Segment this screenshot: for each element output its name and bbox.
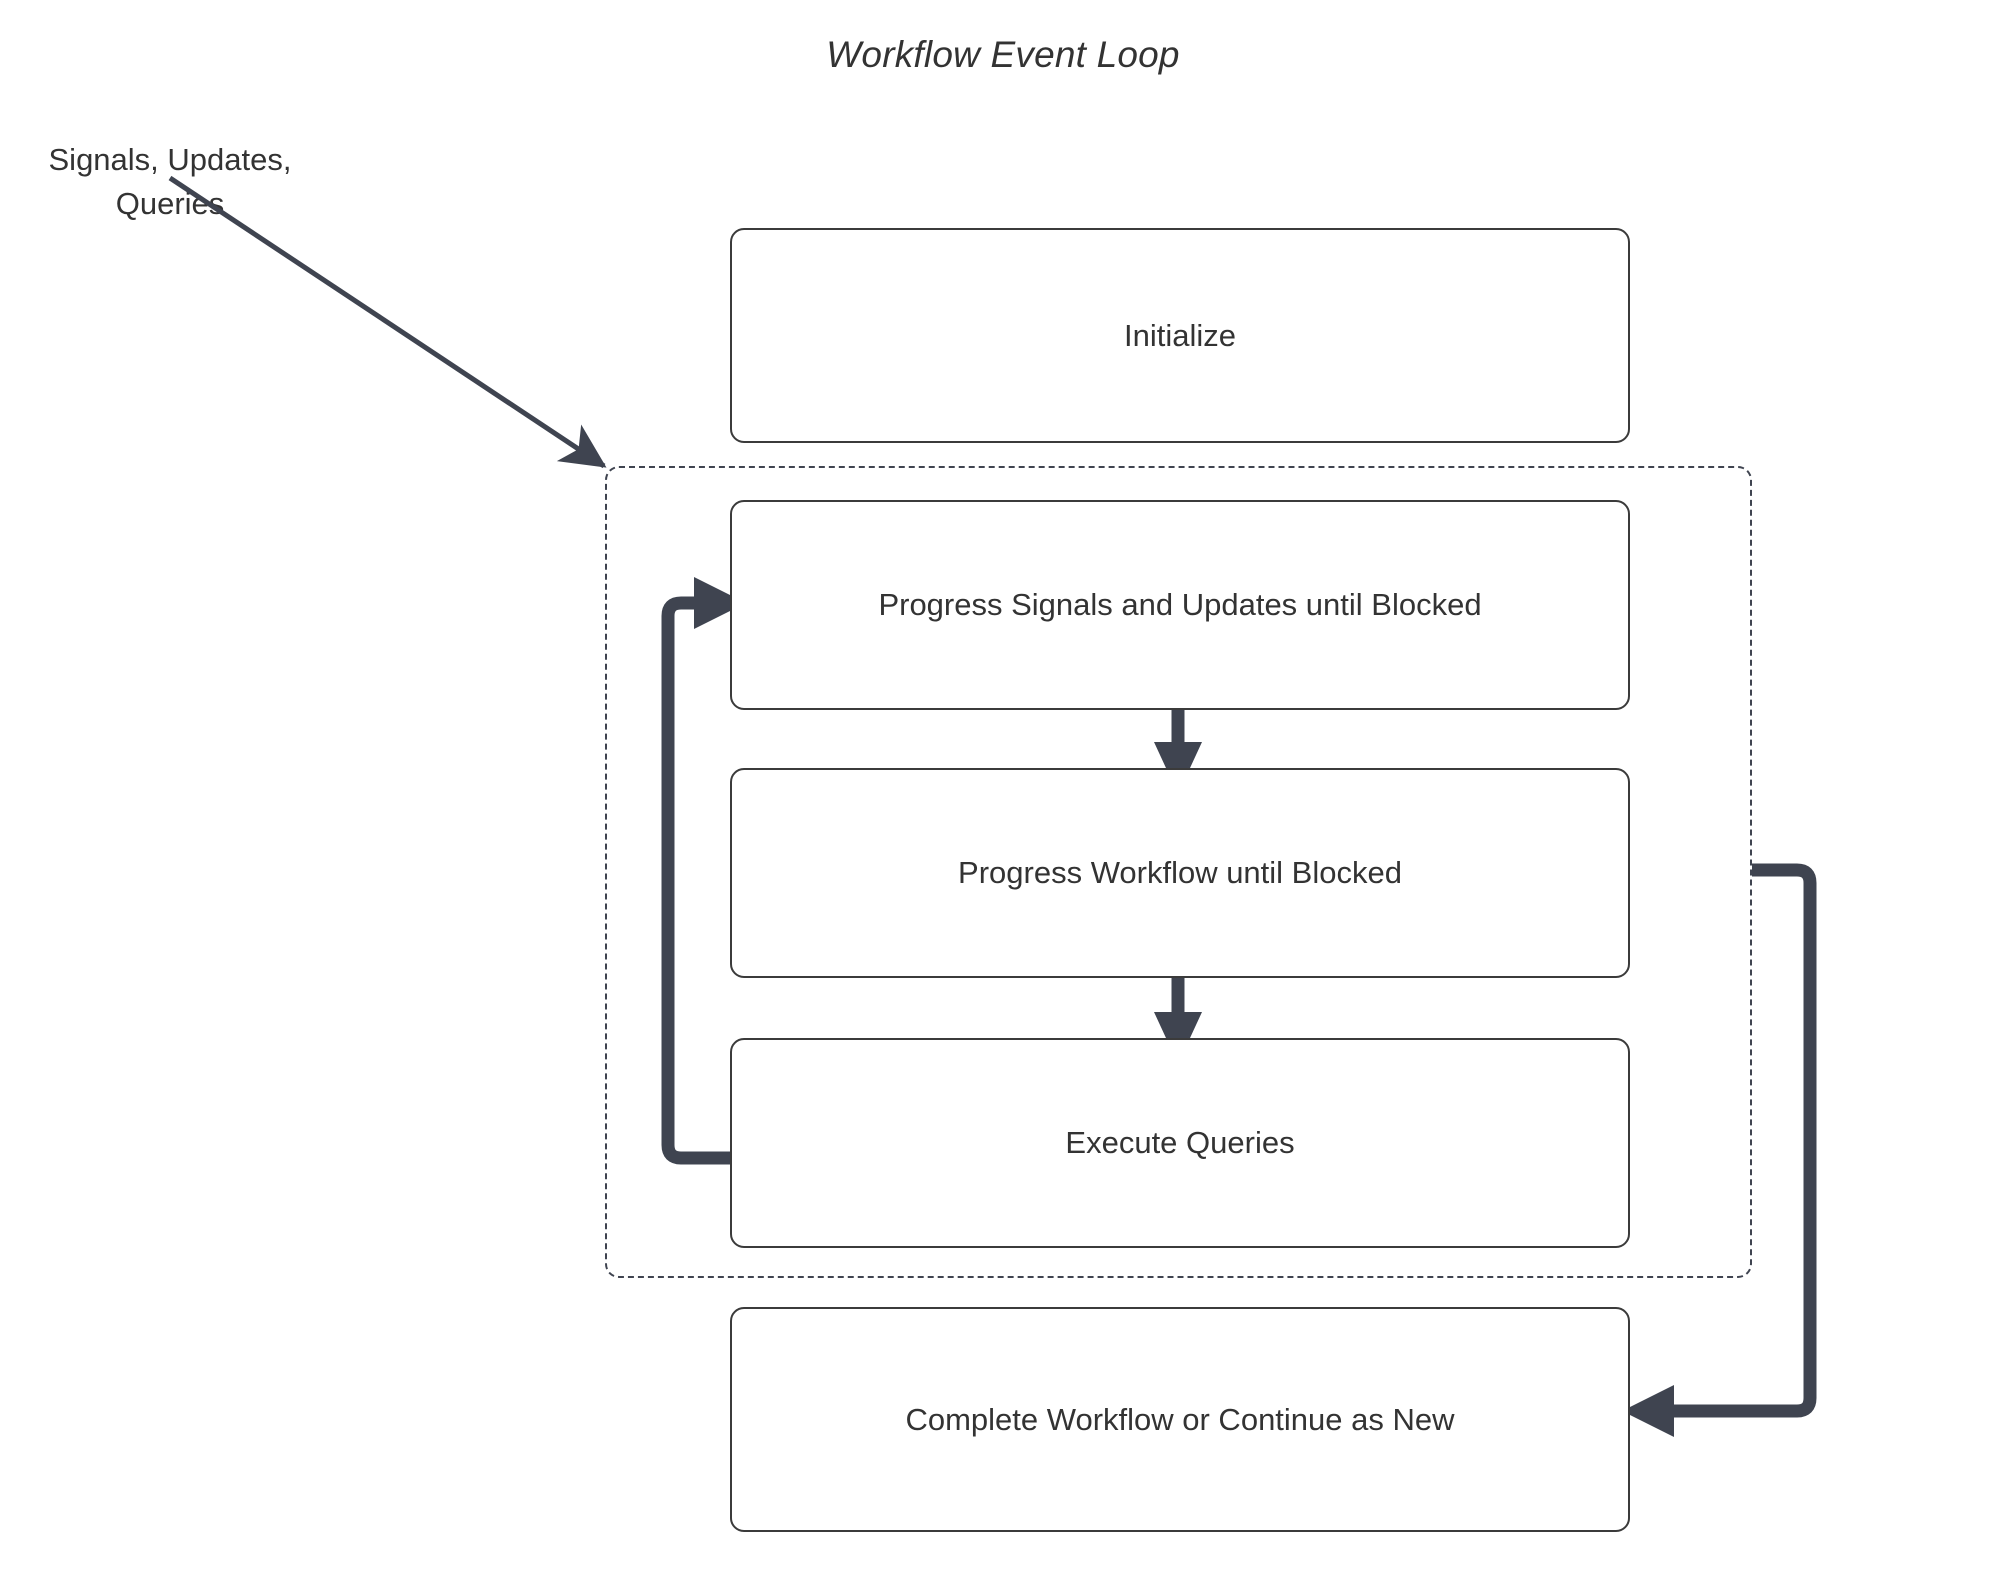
node-progress-workflow[interactable]: Progress Workflow until Blocked [730, 768, 1630, 978]
node-progress-signals-label: Progress Signals and Updates until Block… [878, 587, 1482, 622]
node-initialize-label: Initialize [1124, 317, 1236, 353]
node-execute-queries-label: Execute Queries [1065, 1125, 1295, 1160]
event-loop-container [605, 466, 1752, 1278]
page-title: Workflow Event Loop [826, 34, 1180, 75]
node-initialize[interactable]: Initialize [730, 228, 1630, 443]
node-complete-workflow[interactable]: Complete Workflow or Continue as New [730, 1307, 1630, 1532]
node-progress-signals-and-updates[interactable]: Progress Signals and Updates until Block… [730, 500, 1630, 710]
node-progress-workflow-label: Progress Workflow until Blocked [958, 855, 1402, 890]
node-execute-queries[interactable]: Execute Queries [730, 1038, 1630, 1248]
external-input-label: Signals, Updates, Queries [48, 142, 292, 221]
node-complete-workflow-label: Complete Workflow or Continue as New [905, 1401, 1455, 1437]
